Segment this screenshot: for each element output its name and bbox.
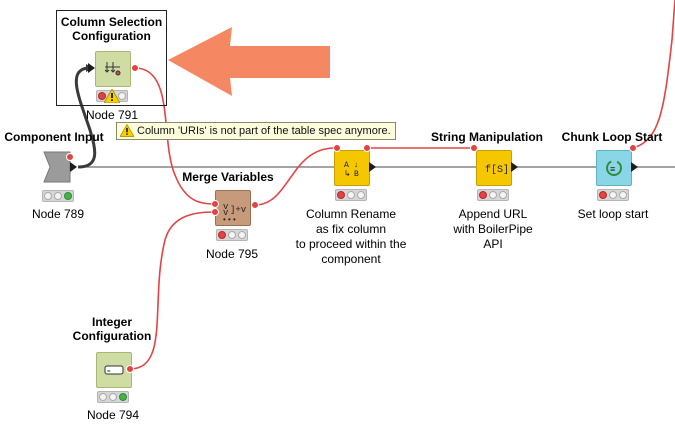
node-label: Append URL with BoilerPipe API	[438, 207, 548, 252]
node-label: Node 795	[205, 247, 259, 261]
node-chunk-loop-start[interactable]: ≡	[596, 144, 638, 186]
node-title-chunk-loop-start: Chunk Loop Start	[561, 130, 663, 144]
flowvar-out-port[interactable]	[66, 153, 74, 161]
svg-text:=: =	[107, 368, 111, 375]
flowvar-in-port[interactable]	[470, 144, 478, 152]
node-string-manipulation[interactable]: f[S]	[470, 144, 518, 186]
svg-text:f[S]: f[S]	[485, 164, 509, 176]
status-lights	[97, 391, 129, 403]
loop-start-icon: ≡	[596, 150, 632, 186]
node-label-line: to proceed within the	[295, 237, 407, 251]
node-label: Node 789	[31, 207, 85, 221]
input-port[interactable]	[88, 63, 95, 73]
node-title-integer-configuration: Integer Configuration	[62, 315, 162, 343]
warning-icon	[103, 88, 121, 108]
output-port[interactable]	[631, 162, 638, 172]
flowvar-out-port[interactable]	[251, 201, 259, 209]
flowvar-in-port[interactable]	[333, 144, 341, 152]
svg-text:A: A	[344, 161, 349, 170]
svg-text:≡: ≡	[610, 164, 615, 174]
node-label-line: component	[321, 252, 381, 266]
output-port[interactable]	[511, 162, 518, 172]
flowvar-out-port[interactable]	[126, 365, 134, 373]
node-title-merge-variables: Merge Variables	[182, 170, 274, 184]
warning-tooltip: Column 'URIs' is not part of the table s…	[116, 122, 396, 140]
flowvar-out-port[interactable]	[629, 144, 637, 152]
status-lights	[597, 189, 629, 201]
flowvar-out-port[interactable]	[363, 144, 371, 152]
node-label-line: API	[483, 237, 503, 251]
output-port[interactable]	[369, 162, 376, 172]
node-title-component-input: Component Input	[4, 130, 104, 144]
node-label: Node 794	[86, 408, 140, 422]
svg-text:v: v	[223, 208, 229, 218]
status-lights	[216, 229, 248, 241]
svg-text:• • •: • • •	[223, 215, 236, 224]
flowvar-merge-to-rename	[254, 147, 336, 206]
node-title-line: Integer	[91, 315, 132, 329]
node-title-column-selection: Column Selection Configuration	[56, 15, 167, 43]
node-integer-configuration[interactable]: =	[96, 352, 134, 388]
node-label: Column Rename as fix column to proceed w…	[286, 207, 416, 267]
svg-text:↳: ↳	[344, 169, 351, 178]
node-title-string-manipulation: String Manipulation	[431, 130, 543, 144]
column-selection-icon	[95, 51, 131, 87]
node-label-line: Column Rename	[305, 207, 397, 221]
string-manipulation-icon: f[S]	[476, 150, 512, 186]
node-label-line: as fix column	[315, 222, 387, 236]
status-lights	[335, 189, 367, 201]
svg-text:]+v: ]+v	[230, 205, 247, 215]
svg-text:↓: ↓	[354, 160, 358, 169]
node-label-line: with BoilerPipe	[453, 222, 533, 236]
svg-text:v: v	[223, 202, 229, 212]
node-title-line: Column Selection	[60, 15, 163, 29]
component-input-icon	[42, 150, 76, 184]
flowvar-in-port[interactable]	[211, 208, 219, 216]
warning-icon	[119, 123, 135, 142]
node-title-line: Configuration	[72, 29, 151, 43]
node-title-line: Configuration	[72, 329, 152, 343]
node-label: Node 791	[85, 108, 139, 122]
node-label: Set loop start	[577, 207, 649, 221]
selection-frame	[56, 10, 167, 106]
status-lights	[477, 189, 509, 201]
annotation-arrow	[168, 27, 330, 96]
flowvar-out-port[interactable]	[131, 64, 139, 72]
status-lights	[42, 190, 74, 202]
flowvar-selection-to-merge	[134, 67, 215, 205]
flowvar-loop-out	[632, 0, 675, 149]
node-column-selection[interactable]	[88, 51, 139, 87]
flowvar-in-port[interactable]	[211, 200, 219, 208]
column-rename-icon: A ↓↳B	[334, 150, 370, 186]
svg-text:B: B	[354, 170, 359, 179]
flowvar-integer-to-merge	[129, 211, 215, 370]
node-component-input[interactable]	[42, 150, 77, 184]
output-port[interactable]	[70, 162, 77, 172]
tooltip-text: Column 'URIs' is not part of the table s…	[137, 125, 391, 137]
connection-input-to-selection	[74, 66, 97, 169]
node-column-rename[interactable]: A ↓↳B	[333, 144, 376, 186]
node-label-line: Append URL	[458, 207, 528, 221]
